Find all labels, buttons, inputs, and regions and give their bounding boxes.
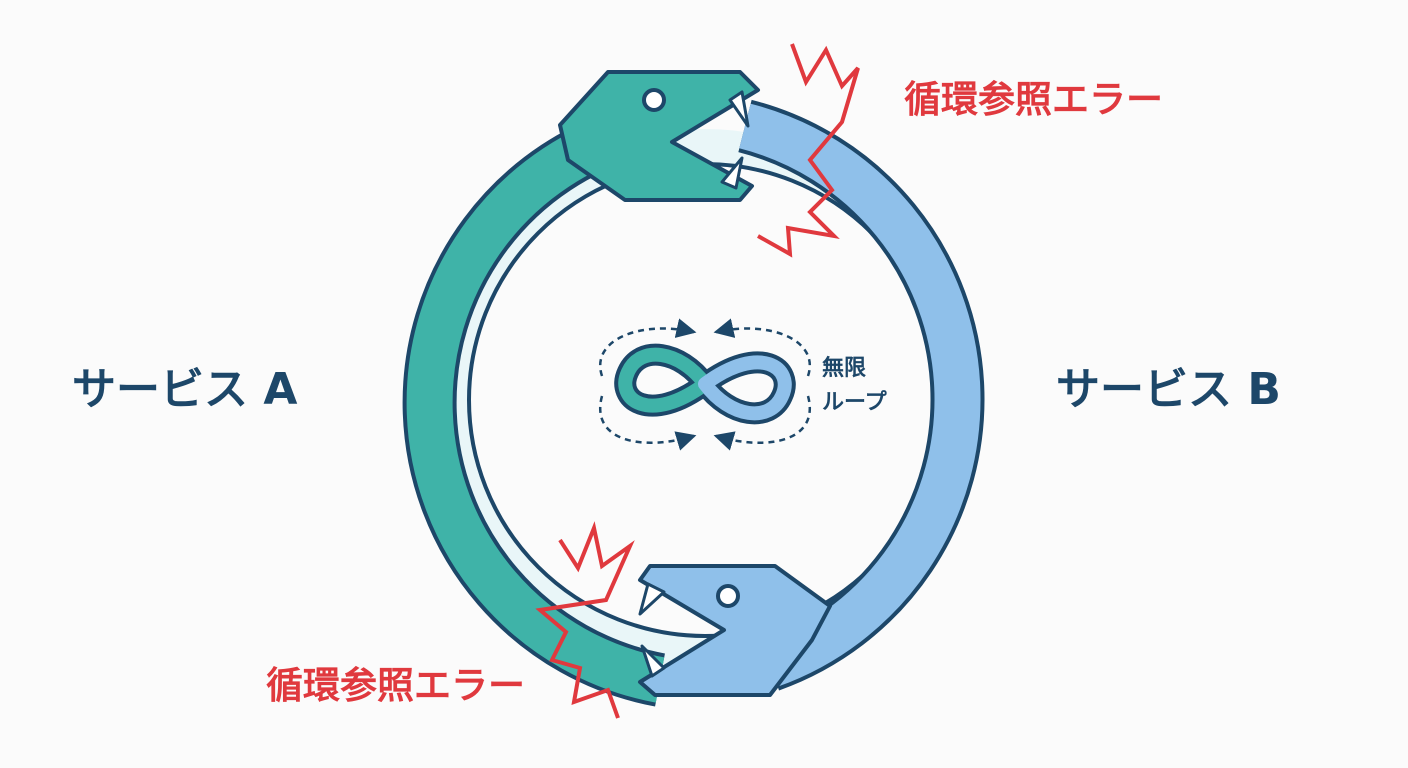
error-top-lightning-icon (757, 43, 860, 258)
service-a-head-icon (558, 70, 760, 202)
error-top-label: 循環参照エラー (904, 78, 1163, 121)
service-b-label: サービス B (1056, 364, 1281, 415)
service-b-body-fill (739, 103, 981, 687)
infinite-loop-label-line2: ループ (822, 390, 887, 415)
error-bottom-lightning-icon (535, 521, 635, 719)
infinity-icon (614, 343, 796, 425)
infinite-loop-label-line1: 無限 (822, 356, 867, 381)
service-a-body-fill (406, 107, 665, 703)
loop-arrows-icon (599, 318, 811, 451)
service-a-label: サービス A (72, 364, 298, 415)
service-b-head-icon (638, 564, 832, 697)
error-bottom-label: 循環参照エラー (266, 664, 525, 707)
